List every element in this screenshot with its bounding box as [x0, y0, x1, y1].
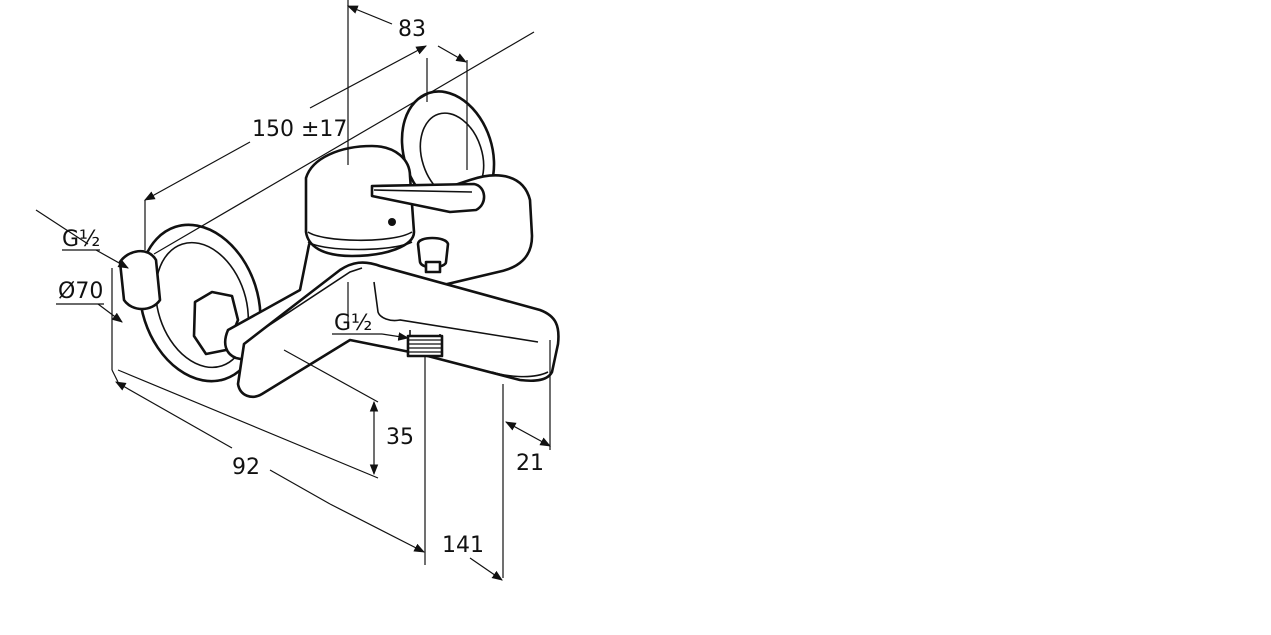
spout-outlet-thread — [406, 334, 444, 358]
dim-150: 150 ±17 — [252, 117, 347, 142]
faucet-body — [118, 90, 560, 398]
temperature-indicator — [388, 218, 396, 226]
dim-21: 21 — [516, 451, 544, 476]
dim-diameter-70: Ø70 — [58, 279, 103, 304]
left-inlet-stub — [118, 249, 162, 311]
dim-g-outlet: G½ — [334, 311, 372, 336]
dim-83: 83 — [398, 17, 426, 42]
diverter-knob — [416, 236, 450, 269]
dimension-labels: 83 150 ±17 G½ Ø70 G½ 35 92 21 141 — [58, 17, 544, 558]
dimension-lines — [35, 0, 551, 581]
left-rosette-inner — [154, 241, 250, 369]
spout — [236, 261, 560, 398]
dim-92: 92 — [232, 455, 260, 480]
dim-g-inlet: G½ — [62, 227, 100, 252]
dim-35: 35 — [386, 425, 414, 450]
dim-141: 141 — [442, 533, 484, 558]
